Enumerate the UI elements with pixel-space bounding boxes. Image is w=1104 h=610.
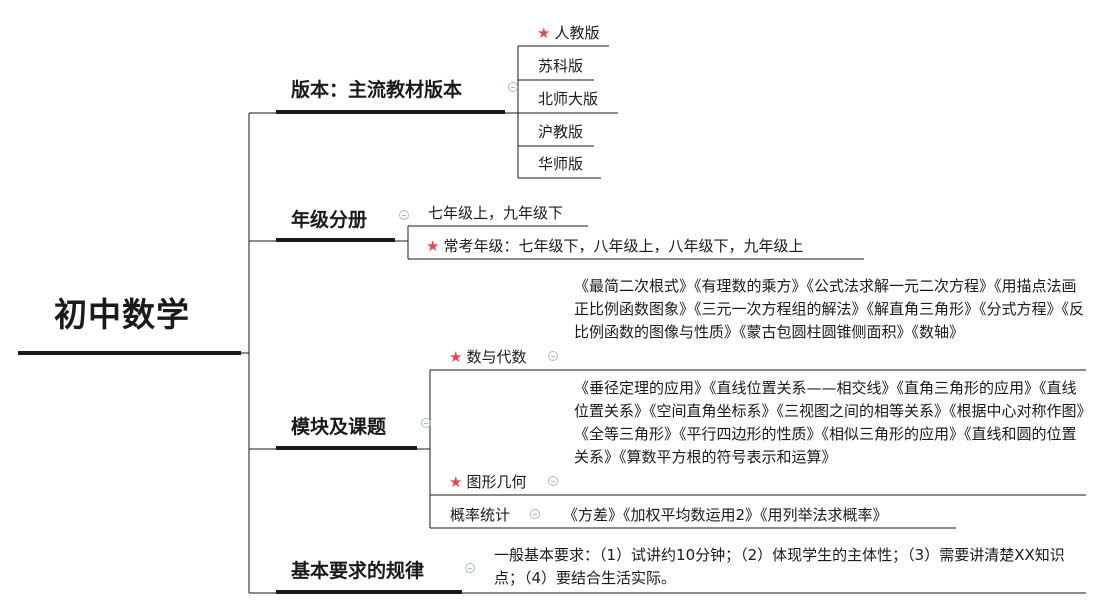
algebra-topics: 《最简二次根式》《有理数的乘方》《公式法求解一元二次方程》《用描点法画正比例函数… [574,277,1085,341]
branch-grade[interactable]: 年级分册 [291,209,368,231]
collapse-toggle-icon[interactable] [548,476,558,486]
module-probability[interactable]: 概率统计 [450,506,511,524]
star-icon: ★ [537,24,551,42]
module-algebra[interactable]: ★数与代数 [449,348,527,366]
version-item-2[interactable]: 苏科版 [538,57,584,75]
branch-rules[interactable]: 基本要求的规律 [291,560,425,582]
branch-version[interactable]: 版本：主流教材版本 [291,79,463,101]
collapse-toggle-icon[interactable] [530,509,540,519]
probability-topics: 《方差》《加权平均数运用2》《用列举法求概率》 [563,506,888,524]
rules-text: 一般基本要求：（1）试讲约10分钟；（2）体现学生的主体性；（3）需要讲清楚XX… [494,546,1065,587]
geometry-topics: 《垂径定理的应用》《直线位置关系——相交线》《直角三角形的应用》《直线位置关系》… [574,379,1085,466]
module-geometry[interactable]: ★图形几何 [449,473,527,491]
root-topic[interactable]: 初中数学 [54,295,190,334]
collapse-toggle-icon[interactable] [399,210,409,220]
version-item-3[interactable]: 北师大版 [538,90,599,108]
version-item-4[interactable]: 沪教版 [538,123,584,141]
collapse-toggle-icon[interactable] [548,351,558,361]
grade-item-2[interactable]: ★常考年级：七年级下，八年级上，八年级下，九年级上 [426,237,804,255]
collapse-toggle-icon[interactable] [508,82,518,92]
grade-item-1[interactable]: 七年级上，九年级下 [428,204,564,222]
collapse-toggle-icon[interactable] [465,563,475,573]
star-icon: ★ [426,237,440,255]
version-item-1[interactable]: ★人教版 [537,24,600,42]
version-item-5[interactable]: 华师版 [538,155,584,173]
star-icon: ★ [449,348,463,366]
branch-modules[interactable]: 模块及课题 [291,416,387,438]
collapse-toggle-icon[interactable] [421,418,431,428]
star-icon: ★ [449,473,463,491]
